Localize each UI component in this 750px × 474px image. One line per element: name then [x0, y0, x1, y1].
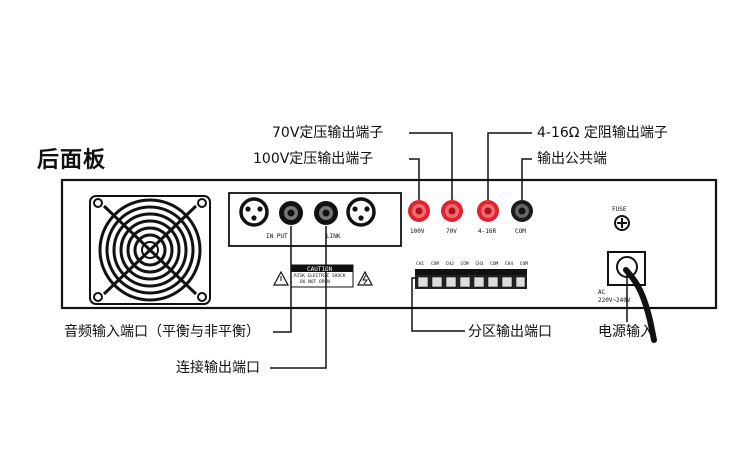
- terminal-labels: CH1 COM CH2 COM CH3 COM CH4 COM: [416, 262, 528, 267]
- terminal-label: CH3: [475, 262, 484, 267]
- io-box: [228, 192, 402, 247]
- binding-post-100v-icon: [408, 200, 430, 222]
- jack-100v-label: 100V: [410, 228, 425, 235]
- binding-post-4-16r-icon: [477, 200, 499, 222]
- link-label: LINK: [326, 233, 341, 240]
- caution-line1: RISK ELECTRIC SHOCK: [294, 274, 346, 279]
- zone-terminal-block: [415, 269, 527, 289]
- callout-100v: 100V定压输出端子: [253, 151, 374, 167]
- terminal-label: COM: [490, 262, 499, 267]
- jack-com-label: COM: [515, 228, 526, 235]
- page-title: 后面板: [37, 148, 107, 173]
- rear-panel: [60, 178, 718, 310]
- xlr-link-right-icon: [346, 197, 376, 227]
- callout-70v: 70V定压输出端子: [272, 125, 384, 141]
- callout-zone-output: 分区输出端口: [468, 324, 552, 340]
- binding-post-70v-icon: [441, 200, 463, 222]
- xlr-input-left-icon: [239, 197, 269, 227]
- input-label: IN PUT: [266, 233, 288, 240]
- jack-416r-label: 4-16R: [478, 228, 497, 235]
- callout-power-input: 电源输入: [598, 324, 654, 340]
- terminal-label: COM: [430, 262, 439, 267]
- terminal-label: COM: [519, 262, 528, 267]
- terminal-label: CH4: [504, 262, 514, 267]
- jack-input-icon: [279, 201, 303, 225]
- terminal-label: CH2: [445, 262, 454, 267]
- jack-link-icon: [314, 201, 338, 225]
- ac-label: AC: [598, 289, 606, 296]
- caution-title: CAUTION: [307, 266, 333, 273]
- terminal-label: CH1: [416, 262, 425, 267]
- fuse-label: FUSE: [612, 206, 627, 213]
- callout-4-16-ohm: 4-16Ω 定阻输出端子: [537, 125, 668, 141]
- binding-post-com-icon: [511, 200, 533, 222]
- leader-lines: [270, 132, 628, 369]
- terminal-label: COM: [460, 262, 469, 267]
- fuse-icon: [614, 215, 630, 231]
- caution-line2: DO NOT OPEN: [300, 280, 330, 285]
- ac-voltage-label: 220V~240V: [598, 297, 631, 304]
- callout-audio-input: 音频输入端口（平衡与非平衡）: [64, 324, 260, 340]
- jack-70v-label: 70V: [446, 228, 457, 235]
- warning-triangle-right-icon: [356, 270, 374, 286]
- warning-triangle-left-icon: [272, 270, 290, 286]
- callout-link-output: 连接输出端口: [176, 360, 260, 376]
- fan-grill: [89, 195, 211, 305]
- callout-output-common: 输出公共端: [537, 151, 607, 167]
